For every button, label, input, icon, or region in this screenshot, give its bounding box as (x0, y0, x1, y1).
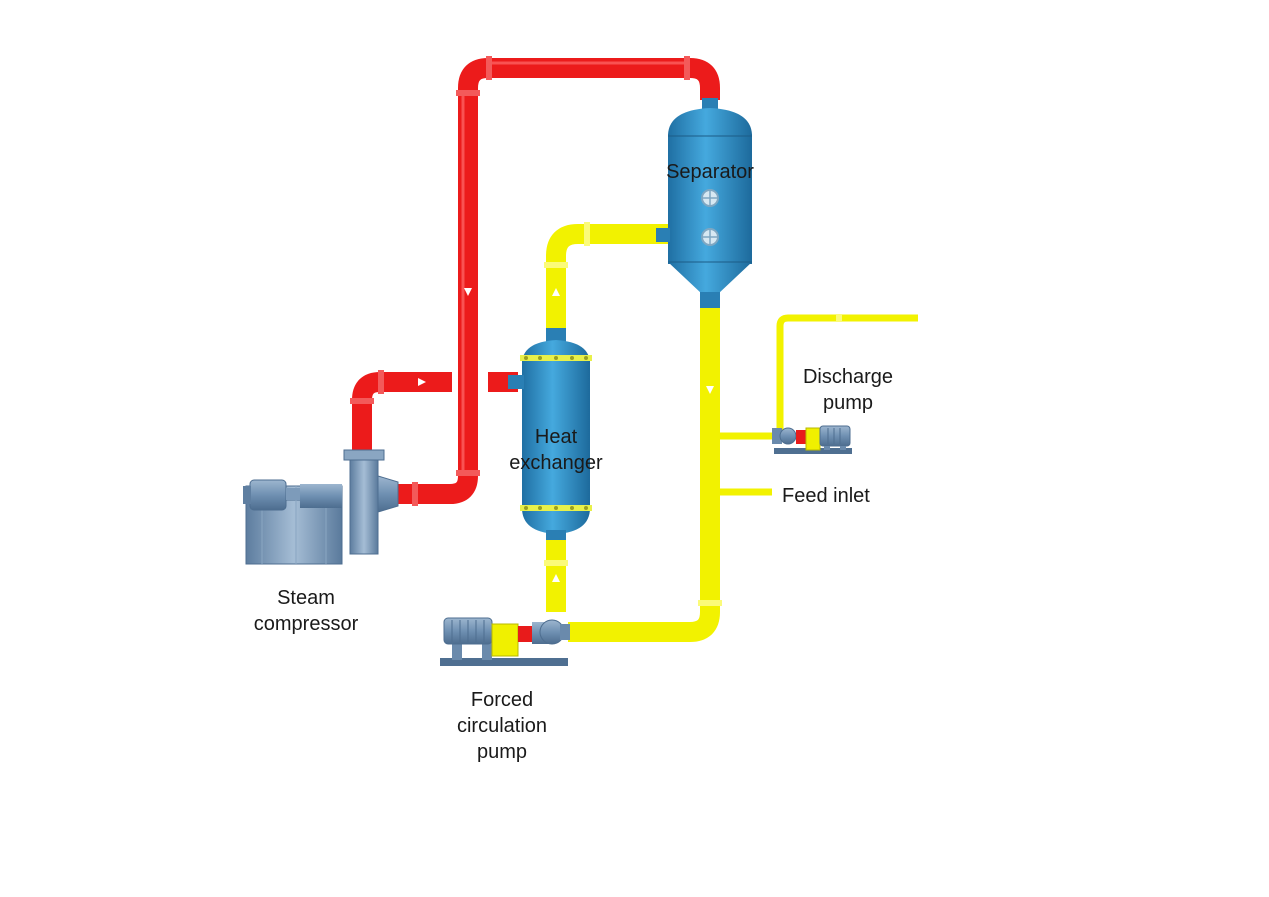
liquid-pipe-thin-lines (720, 314, 918, 496)
forced-circulation-pump-machine (440, 617, 570, 666)
flange-ring (520, 355, 592, 361)
heat-exchanger-vessel (508, 328, 592, 540)
flow-arrow-up-icon (552, 288, 560, 296)
discharge-outlet-pipe (776, 314, 918, 436)
liquid-pipe-network (546, 224, 720, 642)
separator-vessel (656, 98, 752, 308)
liquid-pipe-circulation-loop (568, 306, 720, 642)
heat-exchanger-label: Heat exchanger (509, 426, 603, 474)
steam-pipe-compressor-inlet (352, 372, 452, 452)
steam-pipe-main-loop (398, 58, 720, 504)
steam-compressor-label: Steam compressor (253, 587, 359, 635)
steam-flow-arrows (418, 288, 472, 386)
steam-pipe-highlights (461, 61, 688, 470)
flow-arrow-down-icon (464, 288, 472, 296)
liquid-pipe-joints (544, 222, 842, 606)
flow-arrow-down-icon (706, 386, 714, 394)
separator-label: Separator (666, 161, 754, 183)
sight-glass-icon (701, 228, 719, 246)
steam-pipe-joints (350, 56, 690, 506)
discharge-pump-machine (772, 425, 852, 454)
forced-circulation-pump-label: Forced circulation pump (456, 689, 548, 763)
steam-compressor-machine (243, 449, 399, 565)
sight-glass-icon (701, 189, 719, 207)
liquid-pipe-separator-to-exchanger (546, 224, 668, 332)
liquid-flow-arrows (552, 288, 714, 582)
discharge-pump-label: Discharge pump (802, 366, 894, 414)
feed-inlet-label: Feed inlet (782, 485, 870, 507)
flange-ring (520, 505, 592, 511)
flow-arrow-right-icon (418, 378, 426, 386)
flow-arrow-up-icon (552, 574, 560, 582)
